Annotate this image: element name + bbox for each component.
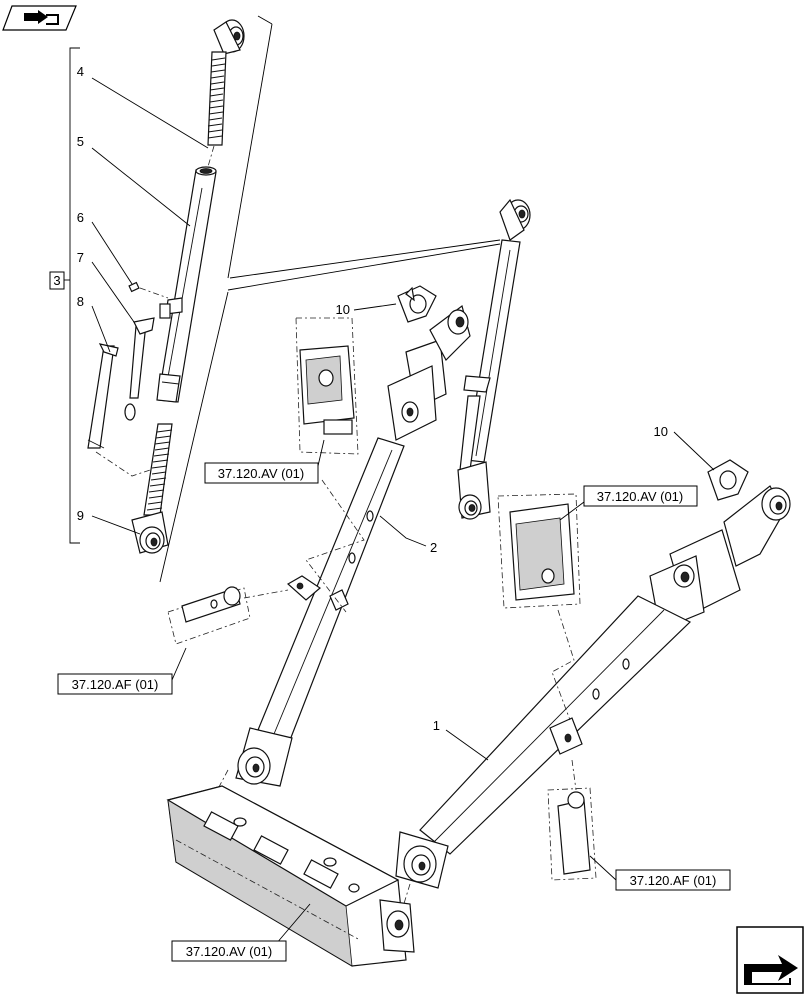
ref-av-upper-right[interactable]: 37.120.AV (01)	[583, 485, 698, 507]
threaded-rod-9	[131, 423, 173, 554]
callout-1: 1	[433, 718, 440, 733]
book-arrow-icon[interactable]	[2, 5, 77, 31]
callout-5: 5	[77, 134, 84, 149]
top-link-exploded	[87, 15, 273, 583]
linch-pin-10-lower	[707, 459, 749, 501]
ref-av-bottom[interactable]: 37.120.AV (01)	[171, 940, 287, 962]
ref-av-bottom-label: 37.120.AV (01)	[186, 944, 272, 959]
ghost-pivot-left	[167, 586, 289, 645]
callout-4: 4	[77, 64, 84, 79]
tube-5	[156, 166, 217, 403]
callout-6: 6	[77, 210, 84, 225]
callout-10-lower: 10	[654, 424, 668, 439]
ref-af-right[interactable]: 37.120.AF (01)	[615, 869, 731, 891]
group-bracket	[64, 47, 80, 544]
callout-3-box[interactable]: 3	[49, 271, 65, 290]
callout-7: 7	[77, 250, 84, 265]
drawbar-crossbar	[166, 785, 415, 967]
ref-af-right-label: 37.120.AF (01)	[630, 873, 717, 888]
callout-3: 3	[53, 273, 60, 288]
ref-af-left-label: 37.120.AF (01)	[72, 677, 159, 692]
ref-av-upper-left-label: 37.120.AV (01)	[218, 466, 304, 481]
ghost-bracket-left	[295, 317, 359, 455]
ghost-pivot-right	[547, 759, 597, 881]
lift-link-1	[395, 485, 791, 889]
callout-2: 2	[430, 540, 437, 555]
ref-av-upper-left[interactable]: 37.120.AV (01)	[204, 462, 319, 484]
callout-9: 9	[77, 508, 84, 523]
lift-link-2	[235, 304, 471, 787]
callout-leaders	[91, 77, 715, 945]
ref-af-left[interactable]: 37.120.AF (01)	[57, 673, 173, 695]
handle-8	[87, 343, 119, 449]
ghost-bracket-right	[497, 493, 581, 609]
callout-8: 8	[77, 294, 84, 309]
callout-10-upper: 10	[336, 302, 350, 317]
linch-pin-10-upper	[397, 285, 437, 323]
threaded-rod-4	[207, 51, 227, 146]
lever-7	[124, 317, 155, 421]
top-link-assembled	[457, 198, 531, 520]
ref-av-upper-right-label: 37.120.AV (01)	[597, 489, 683, 504]
pin-6	[128, 281, 169, 299]
next-page-arrow-icon[interactable]	[736, 926, 804, 994]
